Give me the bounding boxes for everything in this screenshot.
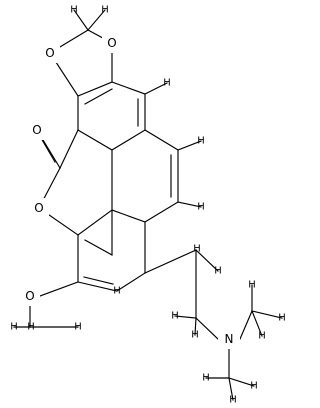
chemical-bond [111, 129, 146, 151]
atom-mask [102, 33, 122, 53]
dioxole-oxygen-left: O [45, 46, 54, 60]
chemical-bond [77, 129, 113, 151]
chemical-bond [84, 239, 113, 256]
bond-layer [13, 9, 283, 401]
chemical-bond [251, 310, 263, 337]
hydrogen-label: H [171, 311, 179, 322]
chemical-bond [116, 272, 146, 292]
chemical-bond [228, 377, 255, 387]
chemical-bond [77, 81, 113, 97]
chemical-bond [177, 140, 202, 151]
hydrogen-label: H [214, 266, 222, 277]
chemical-bond [144, 129, 179, 151]
amine-nitrogen: N [225, 332, 234, 346]
hydrogen-label: H [191, 330, 199, 341]
atom-mask [29, 198, 49, 218]
chemical-bond [87, 9, 106, 31]
chemical-bond [194, 317, 197, 336]
chemical-bond [77, 281, 118, 292]
chemical-bond [59, 129, 79, 169]
chemical-bond [144, 249, 197, 274]
chemical-bond [177, 201, 202, 208]
hydrogen-label: H [70, 5, 78, 16]
atom-mask [20, 286, 40, 306]
hydrogen-label: H [197, 202, 205, 213]
lactone-oxygen: O [34, 201, 43, 215]
hydrogen-label: H [229, 395, 237, 406]
atom-mask [218, 329, 240, 349]
hydrogen-label: H [10, 322, 18, 333]
hydrogen-label: H [278, 313, 286, 324]
chemical-bond [251, 310, 283, 319]
chemical-bond [39, 281, 79, 297]
hydrogen-label: H [250, 381, 258, 392]
chemical-bond [144, 82, 168, 95]
hydrogen-label: H [197, 136, 205, 147]
chemical-bond [77, 209, 113, 236]
hydrogen-label: H [74, 322, 82, 333]
dioxole-oxygen-right: O [107, 36, 116, 50]
chemical-bond [111, 81, 146, 95]
chemical-bond [144, 201, 179, 223]
atom-label-layer: O O O O O N H H H H H H H H H H H H H H [10, 5, 286, 406]
hydrogen-label: H [258, 331, 266, 342]
chemical-structure-canvas: O O O O O N H H H H H H H H H H H H H H [10, 4, 286, 406]
hydrogen-label: H [163, 78, 171, 89]
chemical-bond [195, 249, 219, 272]
hydrogen-label: H [202, 373, 210, 384]
hydrogen-label: H [193, 244, 201, 255]
atom-mask [27, 120, 47, 140]
methoxy-oxygen: O [25, 289, 34, 303]
chemical-bond [239, 310, 253, 340]
chemical-bond [73, 9, 89, 31]
chemical-bond [83, 276, 114, 285]
chemical-bond [228, 377, 234, 401]
hydrogen-label: H [113, 286, 121, 297]
chemical-bond [174, 315, 197, 319]
hydrogen-label: H [27, 322, 35, 333]
chemical-bond [84, 88, 113, 105]
molecule-structure-diagram: O O O O O N H H H H H H H H H H H H H H [10, 5, 286, 406]
chemical-bond [111, 209, 146, 223]
hydrogen-label: H [101, 5, 109, 16]
carbonyl-oxygen: O [32, 123, 41, 137]
atom-mask [40, 43, 60, 63]
hydrogen-label: H [248, 280, 256, 291]
chemical-bond [195, 317, 219, 340]
